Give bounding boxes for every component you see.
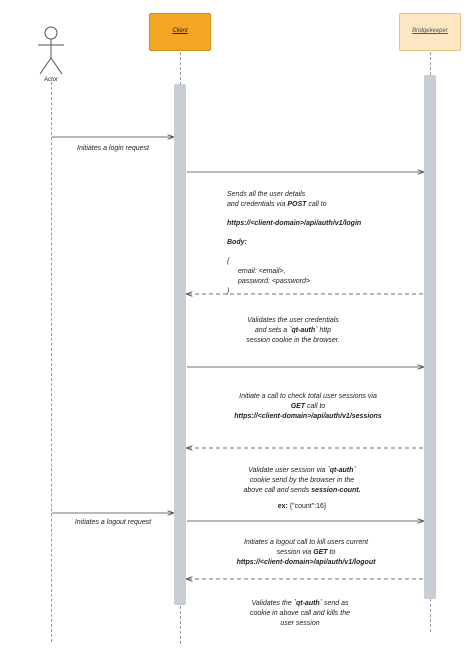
m2-line2-pre: and credentials via (227, 201, 288, 208)
m7-url: https://<client-domain>/api/auth/v1/logo… (236, 559, 376, 566)
m2-brace-close: } (227, 288, 230, 295)
m2-field-email: email: <email>, (238, 268, 286, 275)
client-activation-bar[interactable] (174, 84, 186, 605)
m4-line1: Initiate a call to check total user sess… (239, 393, 377, 400)
actor-lifeline (51, 82, 52, 642)
m2-url: https://<client-domain>/api/auth/v1/logi… (227, 220, 362, 227)
m5-line2: cookie send by the browser in the (249, 477, 355, 484)
m8-line1-post: send as (322, 600, 349, 607)
actor-icon (38, 26, 64, 75)
message-login-request: Initiates a login request (77, 145, 149, 152)
m7-method: GET (313, 549, 328, 556)
m7-line1: Initiates a logout call to kill users cu… (243, 539, 369, 546)
bridgekeeper-participant-box[interactable]: Bridgekeeper (399, 13, 461, 51)
bridgekeeper-activation-bar[interactable] (424, 75, 436, 599)
message-get-sessions: Initiate a call to check total user sess… (223, 392, 393, 422)
m8-cookie-name: `qt-auth` (293, 600, 323, 607)
m3-line1: Validates the user credentials (247, 317, 339, 324)
m3-line2: and sets a `qt-auth` http (223, 326, 363, 336)
message-set-cookie: Validates the user credentials and sets … (223, 316, 363, 346)
m2-brace-open: { (227, 258, 230, 265)
client-participant-label: Client (172, 28, 188, 34)
m4-line2: GET call to (223, 402, 393, 412)
message-post-login: Sends all the user details and credentia… (227, 190, 427, 297)
message-logout-request: Initiates a logout request (74, 519, 152, 526)
m2-method: POST (287, 201, 307, 208)
m2-field-password: password: <password> (238, 278, 310, 285)
m5-cookie-name: `qt-auth` (327, 467, 356, 474)
m2-line2: and credentials via POST call to (227, 200, 427, 210)
m5-line3: above call and sends session-count. (222, 486, 382, 496)
m5-ex-value: {"count":16} (287, 503, 327, 510)
message-session-count: Validate user session via `qt-auth` cook… (222, 466, 382, 512)
m2-body-label: Body: (227, 239, 247, 246)
m5-line1: Validate user session via `qt-auth` (222, 466, 382, 476)
m5-example: ex: {"count":16} (222, 502, 382, 512)
m5-line3-pre: above call and sends (243, 487, 312, 494)
m8-line1: Validates the `qt-auth` send as (232, 599, 368, 609)
m2-line2-post: call to (306, 201, 327, 208)
message-kill-session: Validates the `qt-auth` send as cookie i… (232, 599, 368, 629)
message-get-logout: Initiates a logout call to kill users cu… (218, 538, 394, 568)
m3-line2-pre: and sets a (254, 327, 290, 334)
m8-line2: cookie in above call and kills the (249, 610, 350, 617)
m5-session-count: session-count. (311, 487, 361, 494)
m3-cookie-name: `qt-auth` (289, 327, 318, 334)
m7-line2-pre: session via (276, 549, 314, 556)
m3-line2-post: http (317, 327, 332, 334)
m7-line2-post: to (327, 549, 336, 556)
m7-line2: session via GET to (218, 548, 394, 558)
m4-method: GET (290, 403, 306, 410)
m3-line3: session cookie in the browser. (246, 337, 340, 344)
m4-url: https://<client-domain>/api/auth/v1/sess… (234, 413, 382, 420)
m4-line2-post: call to (305, 403, 326, 410)
m2-line1: Sends all the user details (227, 191, 306, 198)
m5-ex-label: ex: (277, 503, 288, 510)
m8-line1-pre: Validates the (251, 600, 294, 607)
m8-line3: user session (280, 620, 320, 627)
actor-label: Actor (43, 77, 58, 83)
bridgekeeper-participant-label: Bridgekeeper (412, 28, 448, 34)
client-participant-box[interactable]: Client (149, 13, 211, 51)
m5-line1-pre: Validate user session via (248, 467, 328, 474)
